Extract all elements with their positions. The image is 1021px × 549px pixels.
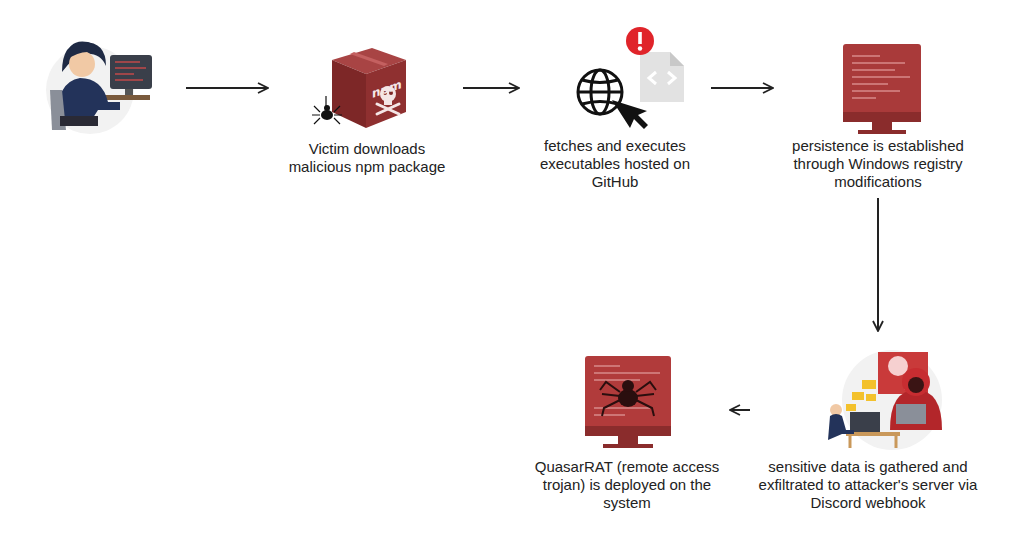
flow-arrow [711,87,773,89]
rat-monitor-icon [585,356,671,448]
package-label: npm [372,77,402,101]
step-node: sensitive data is gathered and exfiltrat… [757,338,979,512]
step-caption: sensitive data is gathered and exfiltrat… [757,458,979,512]
step-node: Victim downloads malicious npm package [278,42,456,176]
step-node: QuasarRAT (remote access trojan) is depl… [531,346,723,512]
step-caption: persistence is established through Windo… [780,137,976,191]
step-caption: Victim downloads malicious npm package [278,140,456,176]
exfiltration-scene [828,350,942,450]
victim-figure [46,41,152,134]
registry-monitor-icon [843,44,921,134]
github-fetch-icon [578,27,684,129]
flow-arrow [877,198,879,331]
flow-arrow [463,87,519,89]
flow-arrow [730,409,750,411]
step-node: persistence is established through Windo… [780,42,976,191]
npm-package-icon [312,48,406,128]
step-node: fetches and executes executables hosted … [526,42,704,191]
step-caption: QuasarRAT (remote access trojan) is depl… [531,458,723,512]
step-caption: fetches and executes executables hosted … [526,137,704,191]
lead-arrow [186,87,268,89]
